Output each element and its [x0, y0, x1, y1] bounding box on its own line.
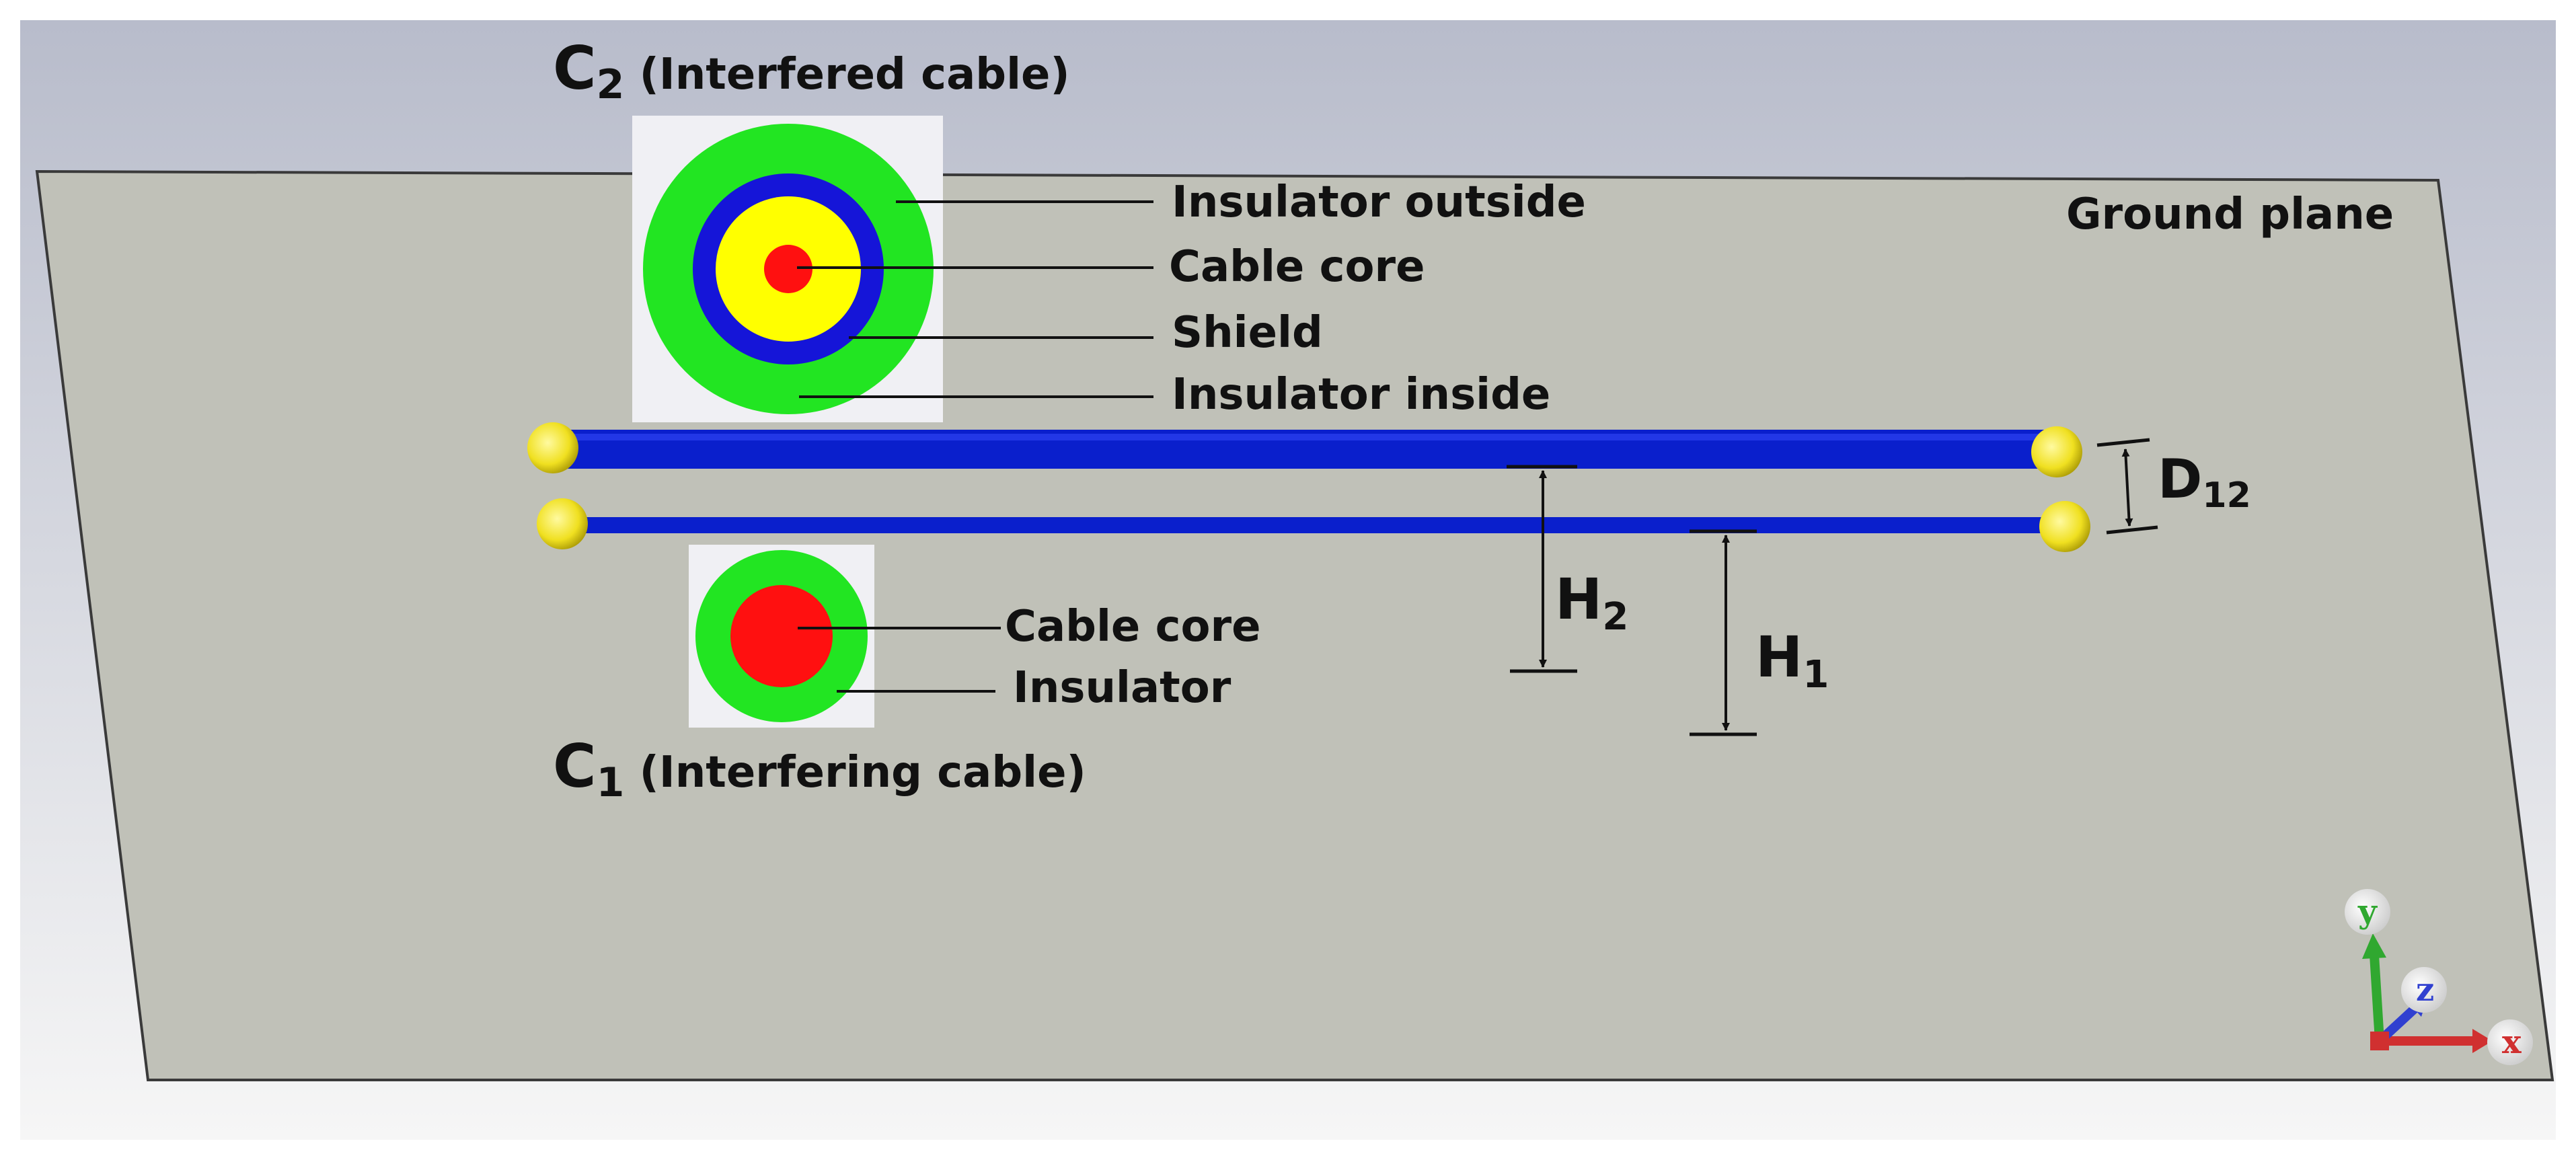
h2-dimension [1507, 465, 1577, 673]
c2-title: C2 (Interfered cable) [553, 34, 1070, 108]
ground-plane-label: Ground plane [2066, 190, 2394, 239]
cable-core-c1-label: Cable core [1005, 602, 1260, 652]
c2-cable-core [764, 245, 812, 293]
axis-origin [2370, 1032, 2389, 1050]
axis-triad: x y z [2345, 889, 2533, 1065]
port-c2-left [527, 422, 578, 473]
axis-x-label: x [2502, 1023, 2522, 1061]
axis-z-label: z [2416, 971, 2434, 1009]
axis-x-arrowhead [2472, 1029, 2493, 1053]
c2-description: (Interfered cable) [624, 50, 1069, 100]
d12-label: D12 [2158, 448, 2251, 516]
port-c2-right [2031, 426, 2082, 477]
c2-symbol: C [553, 34, 597, 103]
d12-dimension [2096, 438, 2158, 535]
axis-y-label: y [2357, 893, 2378, 931]
axis-y-line [2370, 954, 2384, 1042]
cable-core-c2-label: Cable core [1169, 242, 1425, 292]
port-c1-left [537, 498, 588, 549]
cable-c2-highlight [558, 434, 2051, 440]
axis-z-ball [2401, 967, 2447, 1013]
c2-subscript: 2 [597, 61, 625, 108]
c1-cross-section [689, 545, 874, 728]
c1-subscript: 1 [597, 759, 625, 806]
axis-y-arrowhead [2362, 933, 2386, 959]
port-c1-right [2039, 501, 2090, 552]
c1-description: (Interfering cable) [624, 748, 1086, 798]
insulator-inside-label: Insulator inside [1172, 370, 1550, 420]
c1-cable-core [730, 585, 833, 687]
c1-title: C1 (Interfering cable) [553, 732, 1086, 806]
c1-symbol: C [553, 732, 597, 801]
insulator-c1-label: Insulator [1013, 663, 1232, 713]
h2-label: H2 [1555, 566, 1628, 639]
insulator-outside-label: Insulator outside [1172, 178, 1586, 227]
axis-y-ball [2345, 889, 2390, 935]
shield-label: Shield [1172, 308, 1323, 358]
h1-dimension [1690, 529, 1757, 736]
axis-x-ball [2487, 1019, 2533, 1065]
cable-c1 [562, 517, 2065, 533]
h1-label: H1 [1755, 624, 1829, 697]
